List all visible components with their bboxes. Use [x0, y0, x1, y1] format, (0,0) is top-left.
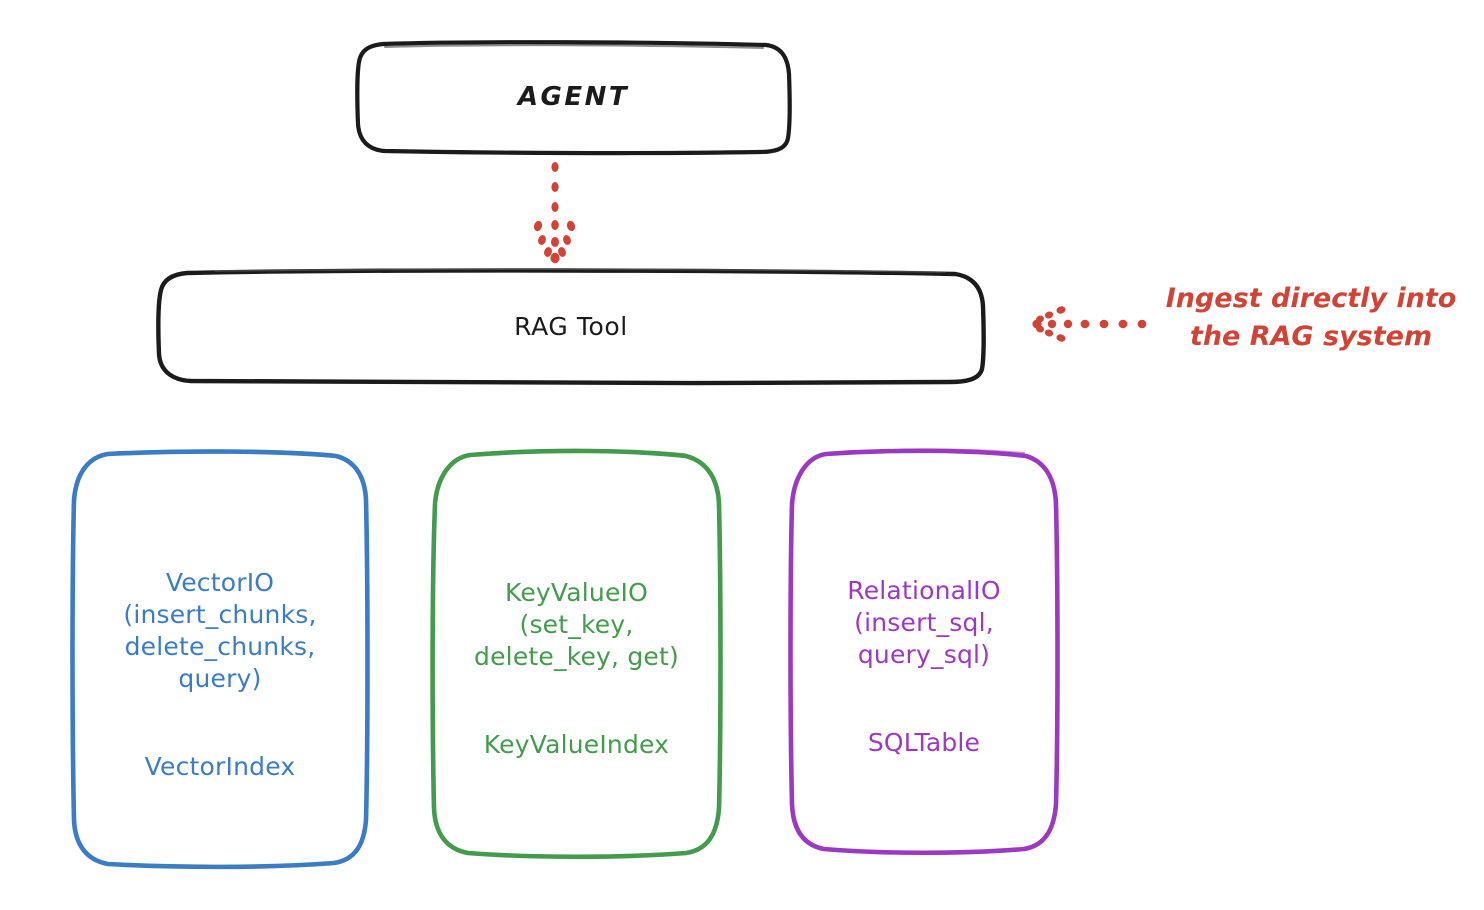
- node-key-value-io-methods: KeyValueIO (set_key, delete_key, get): [474, 578, 679, 672]
- node-vector-io[interactable]: VectorIO (insert_chunks, delete_chunks, …: [68, 448, 372, 870]
- node-relational-io-label: RelationalIO (insert_sql, query_sql) SQL…: [847, 543, 1001, 759]
- node-vector-io-methods: VectorIO (insert_chunks, delete_chunks, …: [123, 568, 317, 694]
- text-spacer: [474, 673, 679, 697]
- node-vector-io-index: VectorIndex: [144, 751, 296, 781]
- dotted-arrow-left-icon: [1032, 306, 1147, 342]
- node-relational-io-methods: RelationalIO (insert_sql, query_sql): [847, 576, 1001, 670]
- node-key-value-io-index: KeyValueIndex: [483, 729, 670, 759]
- node-relational-io[interactable]: RelationalIO (insert_sql, query_sql) SQL…: [786, 448, 1062, 856]
- text-spacer: [123, 695, 316, 719]
- dotted-arrow-down-icon: [533, 162, 576, 264]
- node-key-value-io-label: KeyValueIO (set_key, delete_key, get) Ke…: [474, 545, 679, 761]
- node-key-value-io[interactable]: KeyValueIO (set_key, delete_key, get) Ke…: [428, 448, 725, 860]
- node-agent-label: AGENT: [517, 81, 630, 112]
- node-rag-tool[interactable]: RAG Tool: [155, 268, 987, 386]
- node-vector-io-label: VectorIO (insert_chunks, delete_chunks, …: [123, 535, 316, 783]
- text-spacer: [847, 671, 1001, 695]
- annotation-ingest-note: Ingest directly into the RAG system: [1165, 283, 1457, 353]
- node-rag-tool-label: RAG Tool: [514, 311, 628, 341]
- node-relational-io-index: SQLTable: [867, 727, 981, 757]
- node-agent[interactable]: AGENT: [355, 40, 792, 156]
